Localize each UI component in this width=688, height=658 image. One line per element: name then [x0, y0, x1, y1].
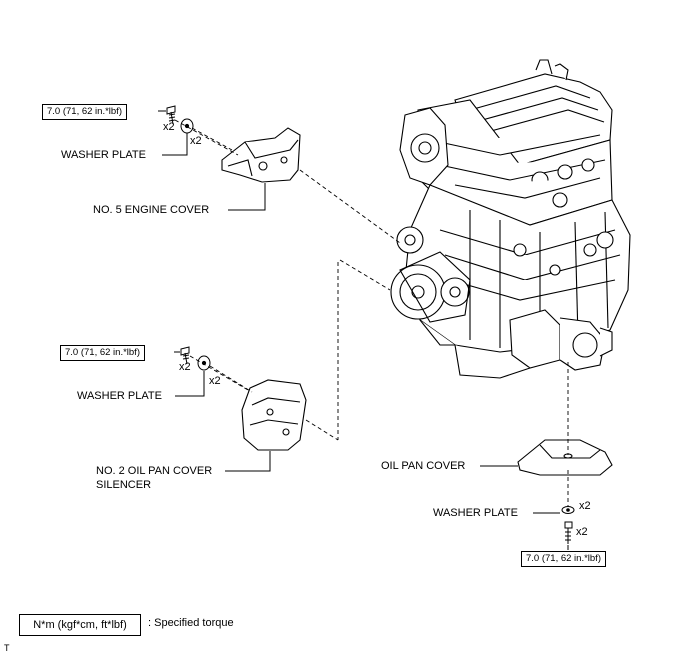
- quantity-label: x2: [179, 361, 191, 373]
- no2-oil-pan-cover-silencer-label-line2: SILENCER: [96, 479, 152, 491]
- no5-engine-cover-label: NO. 5 ENGINE COVER: [93, 204, 210, 216]
- torque-spec-box: 7.0 (71, 62 in.*lbf): [60, 345, 145, 361]
- washer-plate-label: WASHER PLATE: [433, 507, 518, 519]
- bolt-icon: [166, 105, 176, 125]
- quantity-label: x2: [163, 121, 175, 133]
- quantity-label: x2: [209, 375, 221, 387]
- quantity-label: x2: [579, 500, 591, 512]
- oil-pan-cover-part: [517, 439, 613, 476]
- engine-assembly: [390, 59, 631, 379]
- alignment-dashed-lines: [174, 119, 569, 506]
- no2-oil-pan-cover-silencer-part: [241, 379, 307, 451]
- quantity-label: x2: [576, 526, 588, 538]
- oil-pan-cover-label: OIL PAN COVER: [381, 460, 466, 472]
- torque-spec-box: 7.0 (71, 62 in.*lbf): [521, 551, 606, 567]
- bolt-icon: [180, 346, 190, 365]
- corner-mark: T: [4, 643, 10, 653]
- legend-description: : Specified torque: [148, 617, 234, 629]
- washer-plate-label: WASHER PLATE: [61, 149, 146, 161]
- washer-icon: [180, 118, 194, 134]
- washer-plate-label: WASHER PLATE: [77, 390, 162, 402]
- legend-symbol-box: N*m (kgf*cm, ft*lbf): [19, 614, 141, 636]
- washer-icon: [561, 506, 575, 514]
- washer-icon: [197, 355, 211, 371]
- leader-lines: [158, 110, 569, 550]
- bolt-icon: [564, 521, 573, 544]
- torque-spec-box: 7.0 (71, 62 in.*lbf): [42, 104, 127, 120]
- quantity-label: x2: [190, 135, 202, 147]
- no5-engine-cover-part: [221, 127, 301, 183]
- no2-oil-pan-cover-silencer-label: NO. 2 OIL PAN COVER: [96, 465, 213, 477]
